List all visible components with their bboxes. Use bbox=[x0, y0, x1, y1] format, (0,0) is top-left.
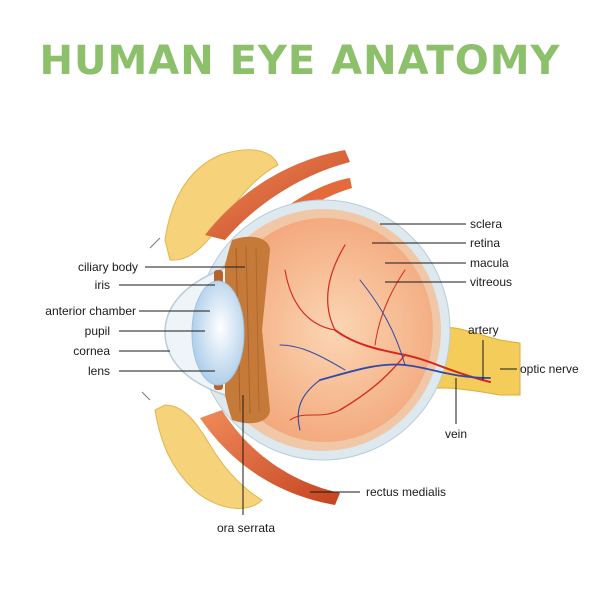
label-iris: iris bbox=[95, 278, 110, 292]
label-anterior-chamber: anterior chamber bbox=[45, 304, 136, 318]
lens-shape bbox=[191, 280, 245, 386]
lower-muscle bbox=[141, 391, 340, 509]
blood-vessels bbox=[279, 244, 491, 431]
label-artery: artery bbox=[468, 323, 499, 337]
label-rectus-medialis: rectus medialis bbox=[366, 485, 446, 499]
label-pupil: pupil bbox=[85, 324, 110, 338]
vitreous-shape bbox=[217, 218, 433, 442]
page-title: HUMAN EYE ANATOMY bbox=[39, 38, 561, 84]
label-vein: vein bbox=[445, 427, 467, 441]
label-vitreous: vitreous bbox=[470, 275, 512, 289]
label-cornea: cornea bbox=[73, 344, 110, 358]
label-retina: retina bbox=[470, 236, 500, 250]
label-ora-serrata: ora serrata bbox=[217, 521, 275, 535]
label-ciliary-body: ciliary body bbox=[78, 260, 138, 274]
leader-lines bbox=[119, 223, 517, 515]
label-sclera: sclera bbox=[470, 217, 502, 231]
label-lens: lens bbox=[88, 364, 110, 378]
label-macula: macula bbox=[470, 256, 509, 270]
label-optic-nerve: optic nerve bbox=[520, 362, 579, 376]
